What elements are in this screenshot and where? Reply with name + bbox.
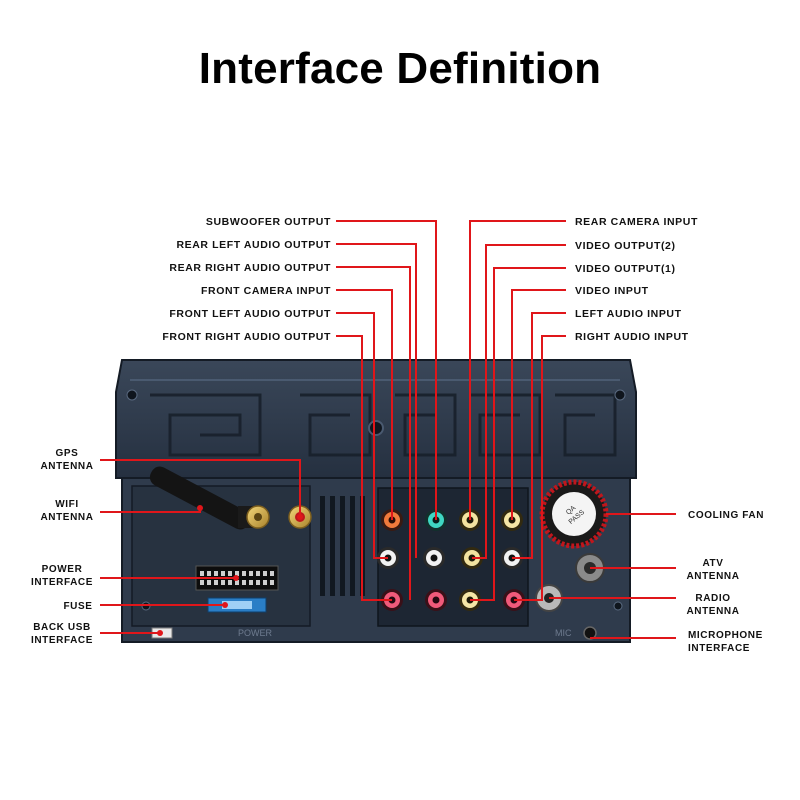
label-wifi-line1: WIFI [55, 499, 79, 510]
cooling-fan: QA PASS [539, 479, 609, 549]
fuse [207, 597, 267, 613]
rca-jack-rear-left-audio-output [423, 547, 445, 569]
label-cooling-fan: COOLING FAN [688, 510, 764, 521]
label-video-output-1: VIDEO OUTPUT(1) [575, 263, 676, 275]
rca-jack-rear-right-audio-output [425, 589, 447, 611]
label-wifi-line2: ANTENNA [40, 512, 93, 523]
wifi-antenna-connector [149, 466, 270, 530]
label-gps-line1: GPS [56, 448, 79, 459]
label-fuse: FUSE [63, 601, 92, 612]
label-rear-left-audio-output: REAR LEFT AUDIO OUTPUT [176, 239, 331, 251]
leader-endpoints [157, 505, 303, 636]
label-atv-line2: ANTENNA [686, 571, 739, 582]
label-power-line1: POWER [42, 564, 83, 575]
left-side-labels: GPS ANTENNA WIFI ANTENNA POWER INTERFACE… [31, 448, 93, 646]
label-right-audio-input: RIGHT AUDIO INPUT [575, 331, 689, 343]
right-side-labels: COOLING FAN ATV ANTENNA RADIO ANTENNA MI… [686, 510, 764, 654]
label-video-output-2: VIDEO OUTPUT(2) [575, 240, 676, 252]
mic-marking: MIC [555, 628, 572, 638]
label-gps-line2: ANTENNA [40, 461, 93, 472]
label-power-line2: INTERFACE [31, 577, 93, 588]
label-radio-line2: ANTENNA [686, 606, 739, 617]
label-left-audio-input: LEFT AUDIO INPUT [575, 308, 682, 320]
label-radio-line1: RADIO [695, 593, 730, 604]
top-left-labels: SUBWOOFER OUTPUT REAR LEFT AUDIO OUTPUT … [162, 216, 331, 343]
label-video-input: VIDEO INPUT [575, 285, 649, 297]
label-front-left-audio-output: FRONT LEFT AUDIO OUTPUT [169, 308, 331, 320]
power-marking: POWER [238, 628, 273, 638]
page-title: Interface Definition [198, 44, 602, 93]
top-right-labels: REAR CAMERA INPUT VIDEO OUTPUT(2) VIDEO … [575, 216, 698, 343]
label-front-camera-input: FRONT CAMERA INPUT [201, 285, 331, 297]
label-usb-line1: BACK USB [33, 622, 91, 633]
label-rear-right-audio-output: REAR RIGHT AUDIO OUTPUT [169, 262, 331, 274]
label-subwoofer-output: SUBWOOFER OUTPUT [206, 216, 331, 228]
label-atv-line1: ATV [702, 558, 723, 569]
label-front-right-audio-output: FRONT RIGHT AUDIO OUTPUT [162, 331, 331, 343]
label-usb-line2: INTERFACE [31, 635, 93, 646]
label-rear-camera-input: REAR CAMERA INPUT [575, 216, 698, 228]
label-microphone-line1: MICROPHONE [688, 630, 763, 641]
label-microphone-line2: INTERFACE [688, 643, 750, 654]
